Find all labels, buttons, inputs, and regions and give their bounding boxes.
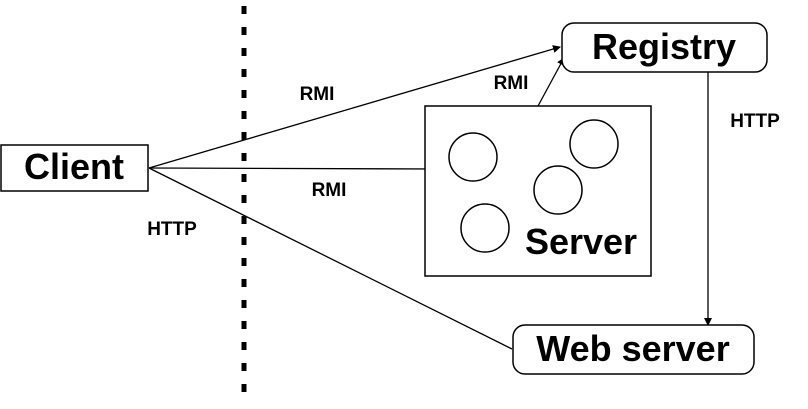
- edge-client-webserver: [148, 167, 513, 350]
- web-server-box: [512, 324, 755, 375]
- edge-label-server-registry: RMI: [494, 73, 529, 94]
- registry-box: [561, 22, 768, 73]
- registry-node: Registry: [561, 22, 768, 73]
- registry-label: Registry: [592, 26, 736, 67]
- edge-client-registry: [148, 45, 561, 169]
- edge-label-registry-webserver: HTTP: [730, 111, 780, 132]
- client-box: [0, 144, 149, 192]
- remote-object-circle: [448, 132, 498, 182]
- edge-label-client-webserver: HTTP: [147, 219, 197, 240]
- edge-label-client-server: RMI: [312, 180, 347, 201]
- remote-object-circle: [460, 203, 510, 253]
- server-label: Server: [525, 221, 637, 262]
- edge-label-client-registry: RMI: [300, 84, 335, 105]
- remote-object-circle: [569, 119, 619, 169]
- client-node: Client: [0, 144, 149, 192]
- remote-object-circle: [533, 165, 583, 215]
- edge-client-server: [148, 164, 442, 173]
- client-label: Client: [24, 146, 124, 187]
- web-server-label: Web server: [536, 328, 729, 369]
- edge-server-registry: [537, 57, 565, 107]
- server-node: Server: [424, 105, 652, 277]
- web-server-node: Web server: [512, 324, 755, 375]
